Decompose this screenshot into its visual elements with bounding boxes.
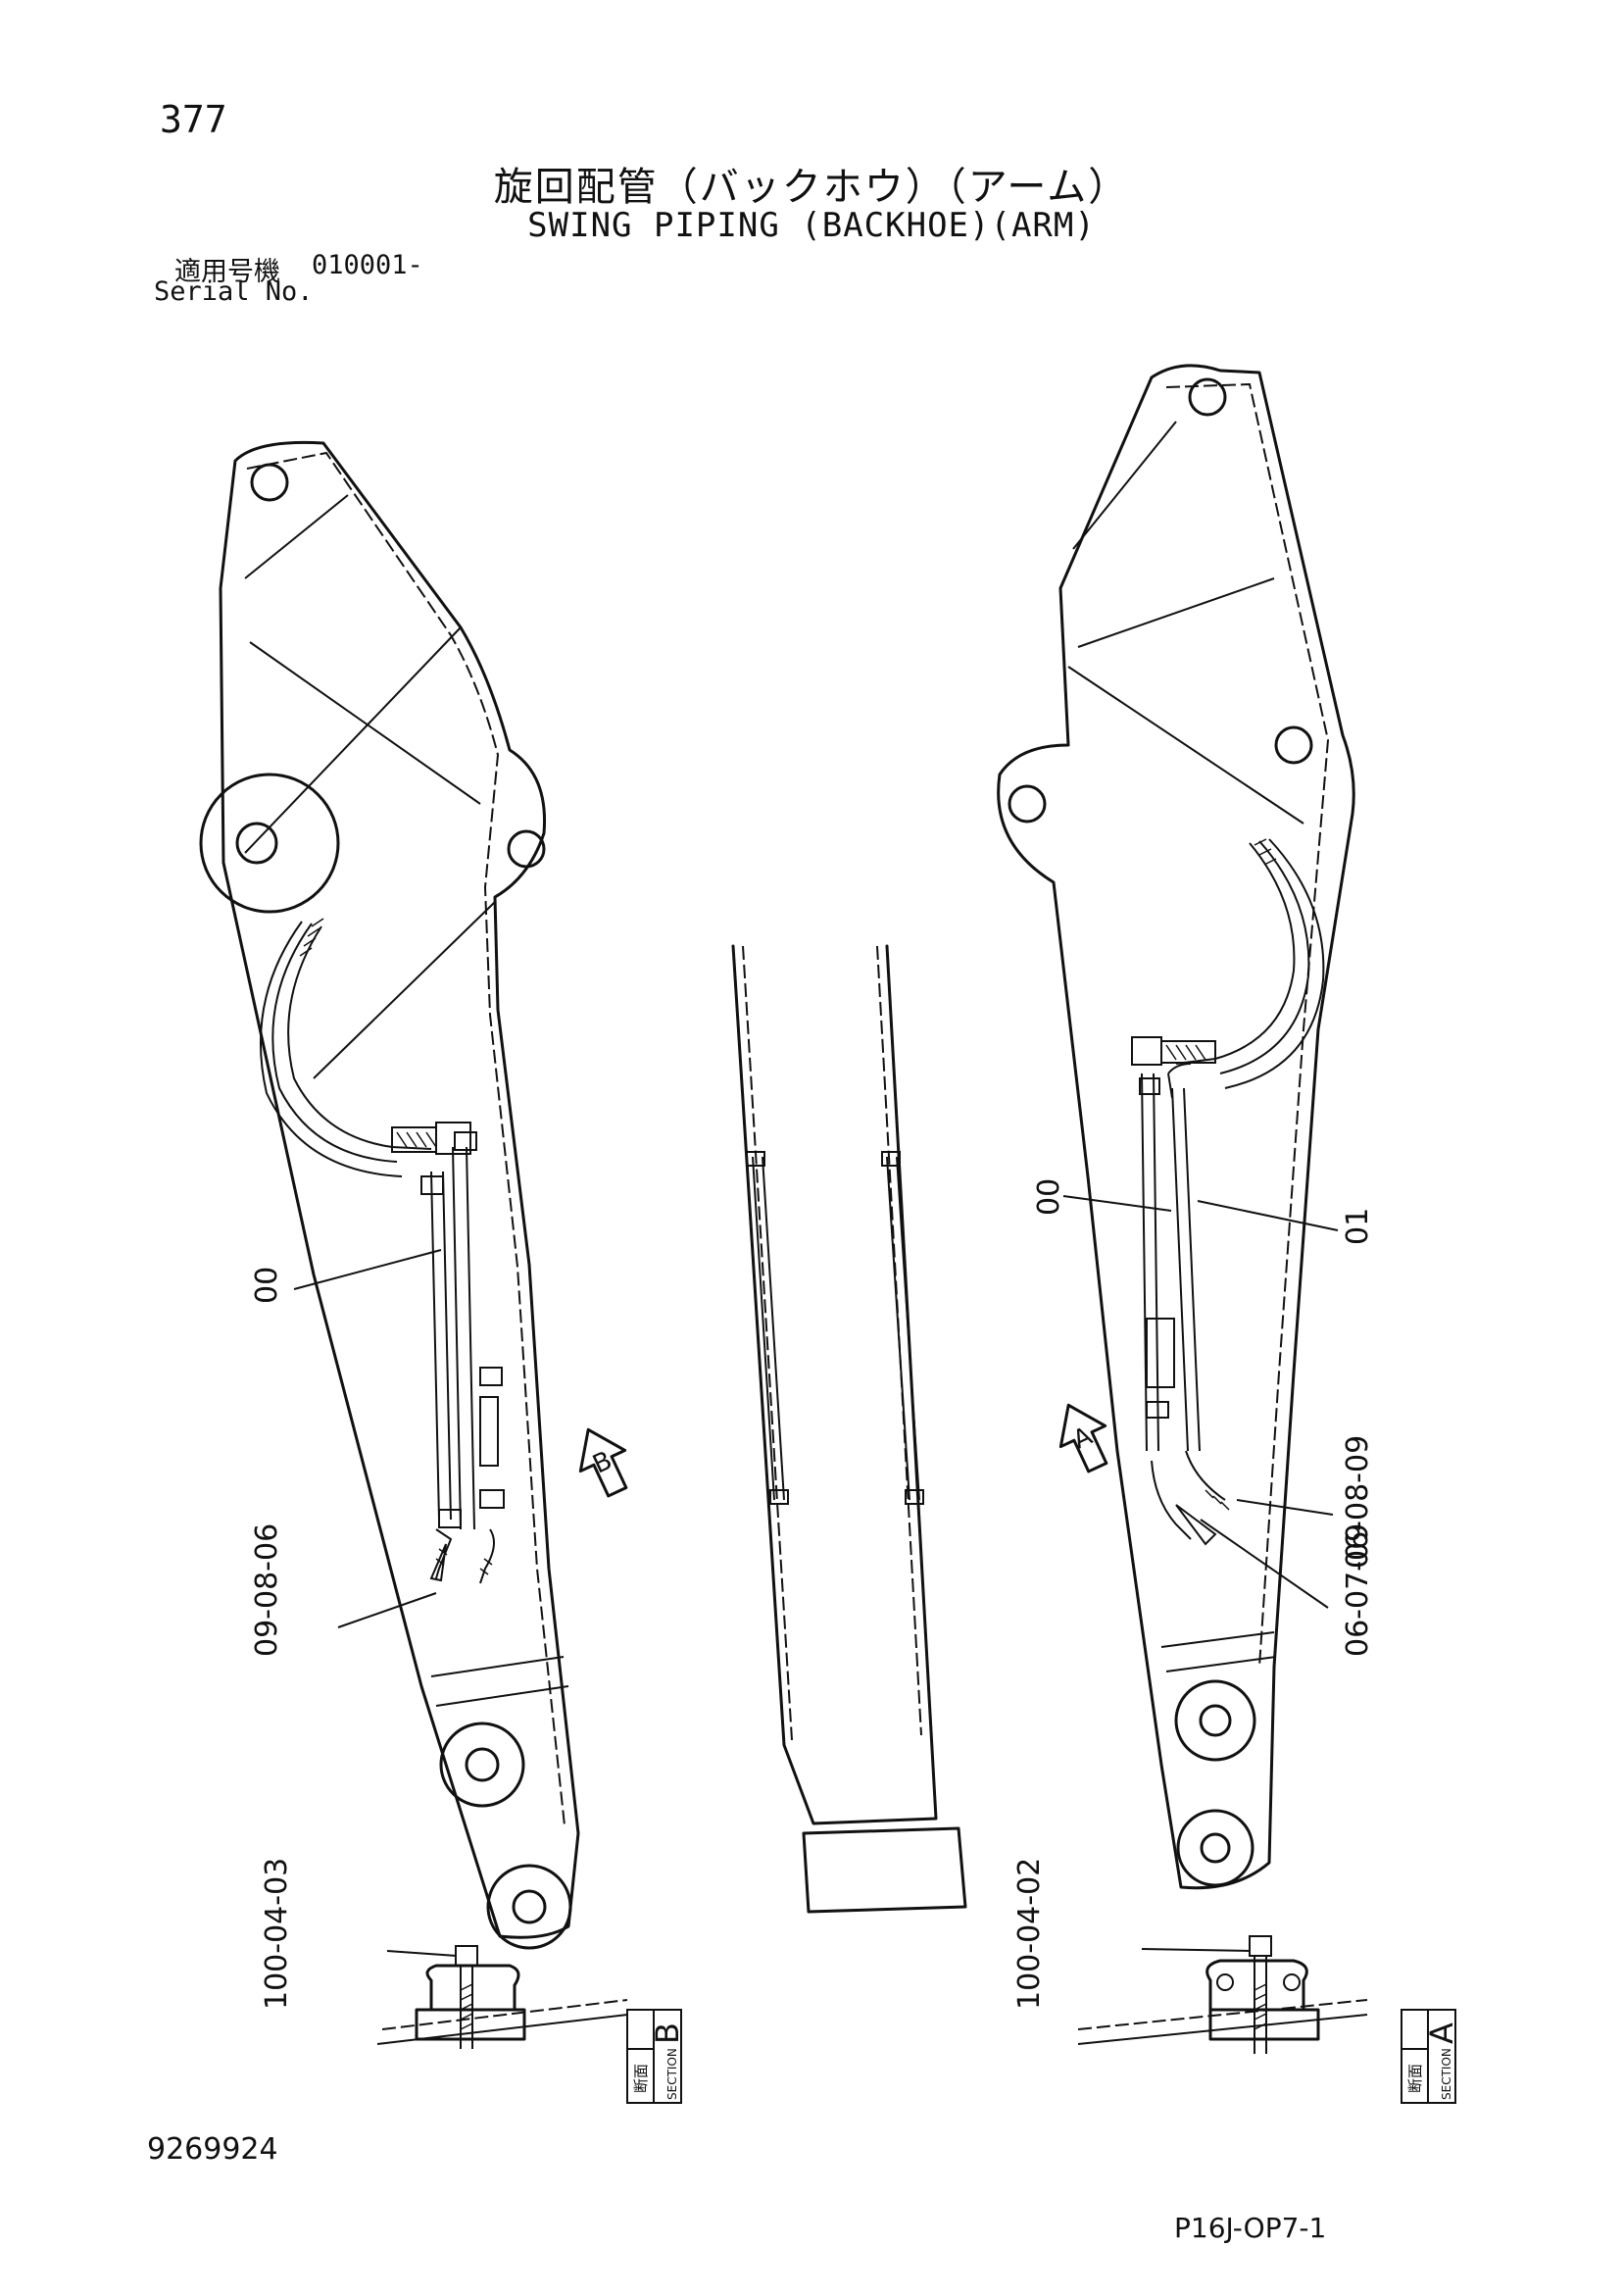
section-a-letter: A — [1423, 2022, 1460, 2044]
center-strip-view — [731, 944, 967, 1914]
section-b-label-box: B 断面 SECTION — [626, 2009, 686, 2104]
serial-label-english: Serial No. — [154, 276, 314, 307]
callout-left-100-04-03: 100-04-03 — [260, 1858, 294, 2010]
view-arrow-a: A — [1058, 1403, 1108, 1473]
document-number: 9269924 — [147, 2132, 278, 2167]
leader-right-06-07-09 — [1200, 1519, 1329, 1609]
leader-left-100-04-03 — [386, 1950, 458, 1957]
leader-right-06-08-09 — [1236, 1499, 1334, 1516]
callout-right-00: 00 — [1032, 1178, 1066, 1216]
leader-left-00 — [293, 1249, 442, 1290]
leader-right-01 — [1197, 1200, 1339, 1231]
section-a-detail — [1077, 1935, 1368, 2054]
view-arrow-b-letter: B — [588, 1446, 616, 1480]
callout-left-09-08-06: 09-08-06 — [250, 1523, 284, 1657]
section-a-label-en: SECTION — [1440, 2048, 1453, 2100]
leader-left-09-08-06 — [337, 1592, 437, 1628]
callout-right-01: 01 — [1341, 1208, 1375, 1245]
serial-value: 010001- — [312, 250, 423, 280]
section-b-detail — [376, 1945, 628, 2049]
right-arm-outline — [997, 364, 1355, 1890]
view-arrow-b: B — [578, 1427, 628, 1498]
callout-right-100-04-02: 100-04-02 — [1012, 1858, 1047, 2010]
view-arrow-a-letter: A — [1068, 1422, 1097, 1456]
section-b-letter: B — [649, 2022, 686, 2044]
leader-right-00 — [1062, 1195, 1172, 1212]
page-number: 377 — [160, 98, 227, 141]
serial-label-japanese: 適用号機 — [174, 257, 280, 287]
left-arm-hoses — [259, 918, 505, 1584]
title-english: SWING PIPING (BACKHOE)(ARM) — [527, 206, 1096, 245]
leader-right-100-04-02 — [1141, 1948, 1251, 1952]
page-code: P16J-OP7-1 — [1174, 2212, 1327, 2244]
title-japanese: 旋回配管（バックホウ）（アーム） — [493, 165, 1130, 210]
section-b-label-jp: 断面 — [632, 2064, 650, 2093]
section-b-label-en: SECTION — [665, 2048, 679, 2100]
callout-left-00: 00 — [250, 1267, 284, 1304]
section-a-label-jp: 断面 — [1406, 2064, 1424, 2093]
right-arm-hoses — [1131, 838, 1325, 1546]
callout-right-06-07-09: 06-07-09 — [1341, 1523, 1375, 1657]
callout-right-06-08-09: 06-08-09 — [1341, 1435, 1375, 1569]
section-a-label-box: A 断面 SECTION — [1401, 2009, 1460, 2104]
left-arm-outline — [199, 440, 580, 1950]
